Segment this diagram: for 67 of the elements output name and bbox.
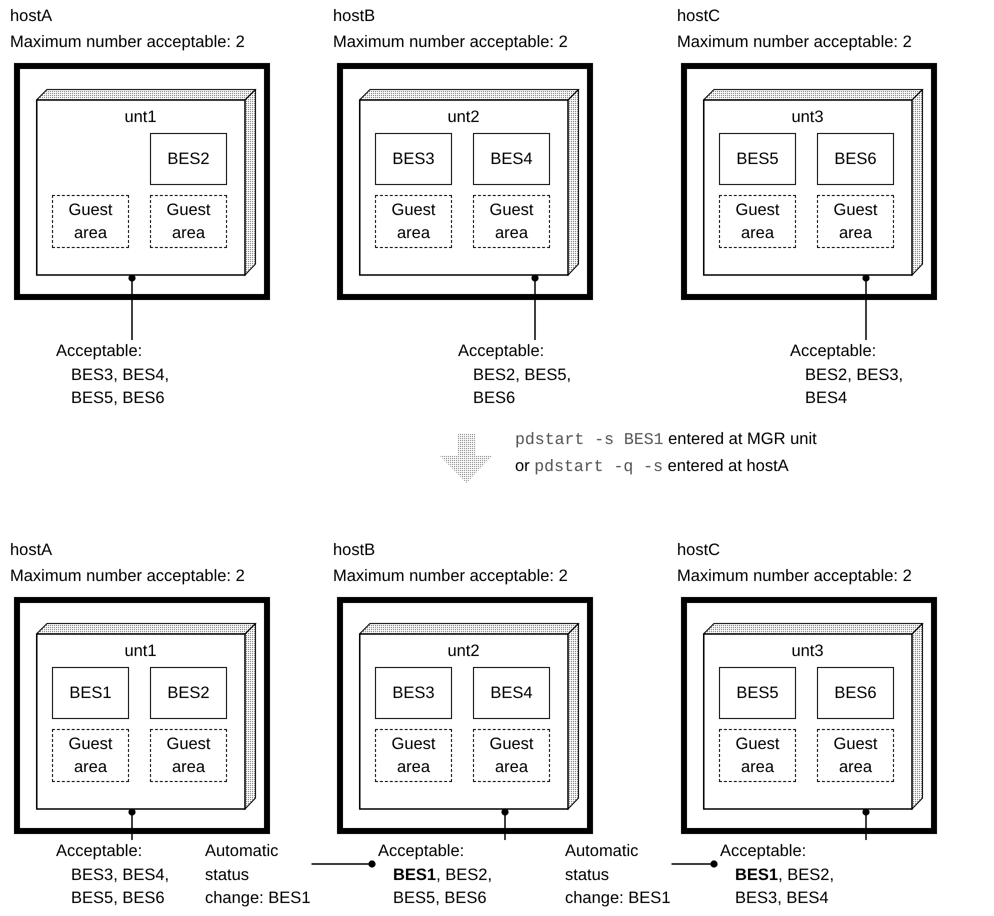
acceptable-list: BES1, BES2, BES5, BES6: [378, 864, 511, 910]
guest-area-box: Guest area: [52, 195, 129, 248]
guest-area-box: Guest area: [817, 729, 894, 782]
acceptable-heading: Acceptable:: [56, 341, 144, 362]
connector-line: [128, 274, 136, 340]
note-text: entered at MGR unit: [668, 430, 817, 448]
server-box: BES5: [719, 667, 796, 719]
unit-name: unt1: [123, 107, 158, 127]
acceptable-heading: Acceptable:: [458, 341, 546, 362]
acceptable-list: BES3, BES4, BES5, BES6: [56, 864, 189, 910]
unit-name: unt1: [123, 641, 158, 661]
acceptable-list: BES1, BES2, BES3, BES4: [720, 864, 853, 910]
status-change-note: Automatic status change: BES1: [565, 840, 672, 910]
connector-line: [862, 808, 870, 840]
note-text: entered at hostA: [668, 457, 789, 475]
server-box: BES2: [150, 133, 227, 185]
server-box: BES4: [473, 667, 550, 719]
connector-line: [128, 808, 136, 840]
unit-name: unt3: [790, 107, 825, 127]
acceptable-list: BES2, BES3, BES4: [790, 364, 923, 410]
acceptable-heading: Acceptable:: [720, 841, 808, 862]
host-capacity-text: Maximum number acceptable: 2: [677, 566, 912, 587]
host-capacity-text: Maximum number acceptable: 2: [677, 32, 912, 53]
host-capacity-text: Maximum number acceptable: 2: [10, 32, 245, 53]
server-box: BES4: [473, 133, 550, 185]
server-box: BES6: [817, 133, 894, 185]
acceptable-heading: Acceptable:: [378, 841, 466, 862]
acceptable-list: BES2, BES5, BES6: [458, 364, 591, 410]
guest-area-box: Guest area: [52, 729, 129, 782]
connector-line: [501, 808, 509, 840]
server-box: BES3: [375, 133, 452, 185]
server-box: BES6: [817, 667, 894, 719]
acceptable-heading: Acceptable:: [790, 341, 878, 362]
host-name: hostB: [333, 6, 376, 27]
unit-name: unt2: [446, 641, 481, 661]
acceptable-list: BES3, BES4, BES5, BES6: [56, 364, 189, 410]
guest-area-box: Guest area: [719, 729, 796, 782]
connector-line: [672, 860, 718, 868]
server-box: BES2: [150, 667, 227, 719]
unit-name: unt2: [446, 107, 481, 127]
status-change-note: Automatic status change: BES1: [205, 840, 312, 910]
guest-area-box: Guest area: [719, 195, 796, 248]
guest-area-box: Guest area: [817, 195, 894, 248]
guest-area-box: Guest area: [150, 729, 227, 782]
host-capacity-text: Maximum number acceptable: 2: [10, 566, 245, 587]
command-text: pdstart -q -s: [534, 457, 663, 476]
guest-area-box: Guest area: [473, 195, 550, 248]
host-capacity-text: Maximum number acceptable: 2: [333, 566, 568, 587]
host-name: hostA: [10, 6, 52, 27]
guest-area-box: Guest area: [375, 195, 452, 248]
command-text: pdstart -s BES1: [515, 430, 664, 449]
note-text: or: [515, 457, 530, 475]
host-name: hostC: [677, 540, 720, 561]
guest-area-box: Guest area: [473, 729, 550, 782]
host-name: hostA: [10, 540, 52, 561]
server-box: BES3: [375, 667, 452, 719]
connector-line: [312, 860, 376, 868]
connector-line: [862, 274, 870, 340]
host-name: hostB: [333, 540, 376, 561]
connector-line: [531, 274, 539, 340]
server-box: BES5: [719, 133, 796, 185]
unit-name: unt3: [790, 641, 825, 661]
guest-area-box: Guest area: [150, 195, 227, 248]
host-capacity-text: Maximum number acceptable: 2: [333, 32, 568, 53]
server-box: BES1: [52, 667, 129, 719]
host-name: hostC: [677, 6, 720, 27]
guest-area-box: Guest area: [375, 729, 452, 782]
